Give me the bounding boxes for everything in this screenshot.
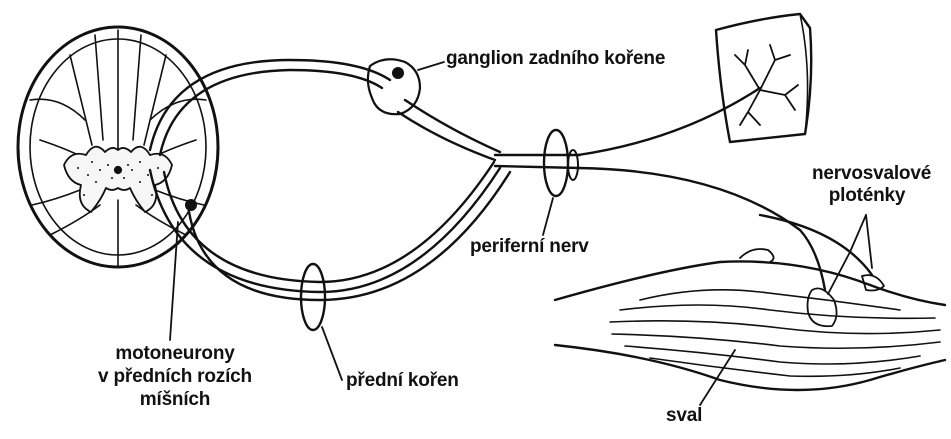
- muscle-label: sval: [666, 405, 702, 427]
- leader-lines: [170, 62, 872, 405]
- moto-label-line3: míšních: [90, 389, 260, 411]
- nerve-label: periferní nerv: [470, 236, 589, 258]
- leader-nerve: [543, 198, 553, 235]
- ganglion-label: ganglion zadního kořene: [446, 48, 665, 70]
- leader-plates-b: [866, 215, 872, 268]
- leader-motoneurons: [170, 222, 178, 340]
- moto-label-line1: motoneurony: [90, 343, 260, 365]
- moto-label-line2: v předních rozích: [90, 366, 260, 388]
- leader-ganglion: [418, 62, 444, 70]
- skin-receptor: [716, 14, 811, 142]
- muscle: [555, 249, 945, 390]
- root-label: přední kořen: [346, 370, 459, 392]
- plates-label-line1: nervosvalové: [812, 163, 922, 185]
- ventral-root: [150, 162, 510, 330]
- ganglion-dot: [392, 67, 404, 79]
- dorsal-root: [150, 59, 500, 160]
- leader-muscle: [700, 350, 735, 405]
- leader-root: [322, 327, 342, 380]
- spinal-cord-section: [18, 27, 218, 267]
- plates-label-line2: ploténky: [812, 185, 922, 207]
